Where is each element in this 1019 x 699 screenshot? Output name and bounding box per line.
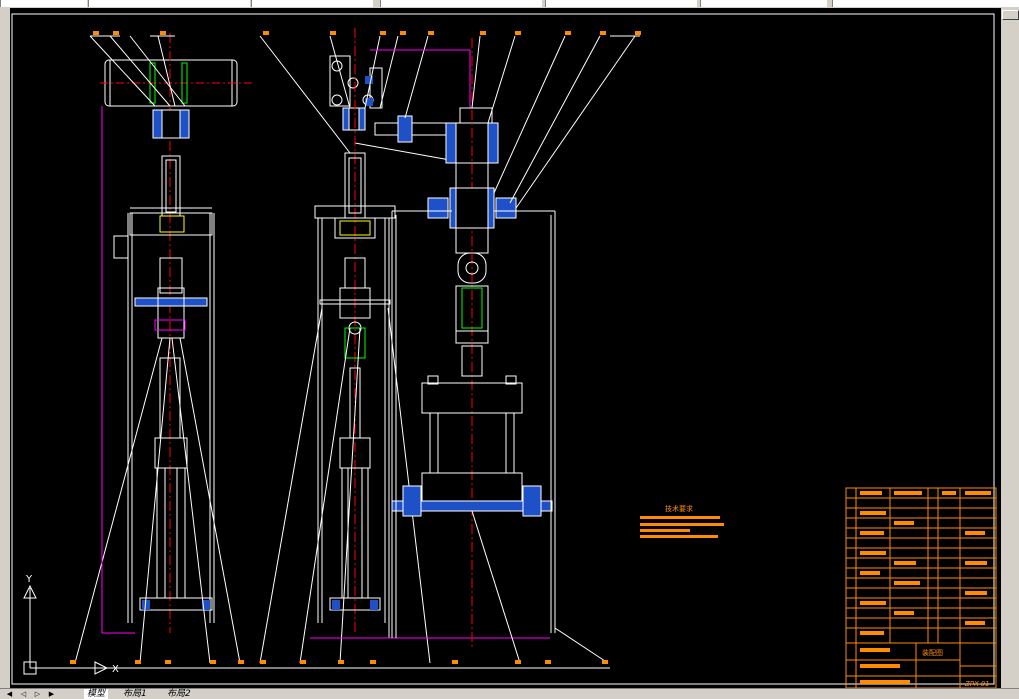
toolbar-field-3[interactable] — [251, 0, 373, 7]
toolbar-field-6[interactable] — [700, 0, 827, 7]
toolbar-field-4[interactable] — [380, 0, 542, 7]
ucs-y-label: Y — [25, 574, 33, 585]
title-block: 装配图 ZPX-01 — [845, 487, 997, 688]
ucs-icon: Y X — [23, 574, 119, 675]
tech-note-title: 技术要求 — [665, 504, 693, 513]
drawing-frame — [11, 13, 995, 685]
scroll-up-button[interactable] — [1002, 10, 1019, 20]
tab-layout2[interactable]: 布局2 — [167, 689, 191, 699]
toolbar-field-7[interactable] — [832, 0, 1019, 7]
layout-tab-bar: ◀ ◁ ▷ ▶ 模型 布局1 布局2 — [0, 688, 1019, 699]
nav-first-button[interactable]: ◀ — [4, 690, 15, 698]
cad-drawing: 技术要求 — [11, 13, 997, 688]
left-assembly — [74, 31, 255, 664]
toolbar-field-5[interactable] — [545, 0, 697, 7]
drawing-number: ZPX-01 — [964, 680, 990, 688]
tab-model[interactable]: 模型 — [84, 689, 109, 699]
nav-next-button[interactable]: ▷ — [32, 690, 43, 698]
tab-layout1[interactable]: 布局1 — [123, 689, 147, 699]
vertical-scrollbar[interactable] — [1000, 8, 1019, 688]
right-assembly — [310, 31, 641, 664]
middle-assembly — [259, 28, 456, 664]
drawing-canvas[interactable]: 技术要求 — [10, 8, 1001, 688]
bottom-balloons — [70, 660, 610, 669]
technical-notes: 技术要求 — [640, 504, 724, 538]
nav-prev-button[interactable]: ◁ — [18, 690, 29, 698]
ucs-x-label: X — [112, 664, 119, 675]
nav-last-button[interactable]: ▶ — [46, 690, 57, 698]
title-block-name: 装配图 — [922, 648, 943, 657]
toolbar-field-1[interactable] — [0, 0, 87, 7]
toolbar-field-2[interactable] — [88, 0, 250, 7]
